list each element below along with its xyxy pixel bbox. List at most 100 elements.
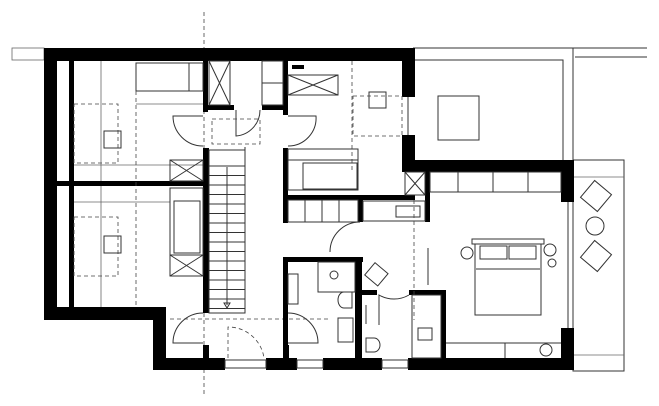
door-swing (329, 221, 361, 253)
sink (395, 205, 421, 218)
stair (208, 147, 246, 314)
wall-bottom (266, 358, 297, 370)
headboard (471, 238, 545, 245)
door-swing (172, 115, 204, 147)
shaft (287, 74, 339, 96)
wall-stair-top (203, 60, 208, 112)
bench-lines (304, 200, 340, 222)
shelf (287, 148, 359, 161)
closet (208, 60, 231, 106)
chair (368, 91, 387, 109)
wall-rooms-divider (57, 181, 203, 186)
washbasin (337, 317, 354, 343)
entrance-door (227, 326, 265, 359)
pillow (479, 245, 508, 260)
wall-step (153, 307, 166, 370)
wall-closet (262, 105, 288, 110)
sofa-seat (173, 200, 201, 254)
balcony-table (585, 216, 605, 236)
walls (44, 48, 574, 370)
pillow (508, 245, 537, 260)
door-swing (287, 115, 317, 147)
wall-wc-top (283, 257, 363, 262)
toilet (337, 291, 353, 309)
wall-bottom (408, 358, 574, 370)
wall-bath-v (425, 172, 430, 222)
wall-bedroom-top (402, 160, 573, 172)
wall-right-upper (402, 48, 415, 97)
window (381, 359, 409, 369)
desk-outline (73, 216, 119, 277)
closet-cross (208, 60, 231, 106)
wall-stair (203, 148, 209, 313)
toilet (365, 337, 381, 353)
shaft (169, 159, 204, 182)
wall-bath-v (358, 195, 363, 222)
shaft (404, 171, 426, 196)
shower-tray (317, 261, 356, 293)
terrace-table (437, 95, 480, 141)
door-swing (235, 109, 261, 137)
desk-outline (73, 103, 119, 164)
shaft-cross (169, 254, 204, 277)
wall-wc (355, 257, 362, 358)
wall-bottom-left (44, 307, 166, 320)
wall-closet-right (409, 290, 446, 295)
wardrobe-lines (457, 172, 529, 192)
wall-closet-right (441, 290, 446, 358)
bed-single (135, 62, 204, 92)
wall-entry (203, 345, 209, 358)
wall-wc (283, 257, 288, 345)
shaft-cross (404, 171, 426, 196)
window (296, 359, 324, 369)
bathtub-inner (302, 162, 358, 190)
wall-closet (208, 105, 234, 110)
nightstand-lamp (543, 243, 557, 257)
windows (224, 97, 569, 369)
wall-top (44, 48, 415, 61)
armchair (364, 262, 389, 287)
safe (417, 327, 433, 341)
double-bed (474, 243, 542, 316)
wall-corridor (283, 148, 288, 223)
window (224, 359, 267, 369)
balcony-chair (579, 239, 613, 273)
wall-bottom (153, 358, 225, 370)
sofa (169, 187, 204, 256)
door-swing (378, 294, 410, 325)
terrace-rail (415, 59, 564, 160)
furniture (73, 60, 562, 359)
shaft-cross (287, 74, 339, 96)
wall-left (44, 48, 57, 320)
arrow-head (223, 302, 231, 309)
terrace (11, 47, 647, 372)
sink-counter (362, 200, 426, 222)
washing-machine (287, 273, 299, 305)
balcony-chair (579, 179, 613, 213)
wall-bedroom-right (561, 328, 574, 370)
axis-lines (170, 12, 330, 395)
bench (287, 199, 359, 223)
door-swing (172, 312, 204, 344)
roof-ledge (11, 47, 45, 61)
door-swing (287, 312, 319, 344)
wardrobe (429, 171, 562, 193)
wall-corridor (283, 60, 288, 115)
doors (172, 109, 410, 359)
balcony-outline (572, 159, 625, 372)
bathtub (287, 159, 359, 191)
wall-wc2-top (362, 290, 377, 295)
desk-chair (103, 130, 122, 149)
plant (547, 258, 557, 268)
wall-bath-top (283, 195, 415, 200)
stool (539, 343, 553, 357)
landing (211, 118, 261, 145)
nightstand-lamp (460, 246, 474, 260)
wall-bedroom-right (561, 160, 574, 202)
wall-entry (283, 345, 289, 358)
roof-window (352, 95, 403, 137)
cabinet (411, 294, 442, 359)
wall-bottom (323, 358, 382, 370)
vent (292, 65, 304, 69)
